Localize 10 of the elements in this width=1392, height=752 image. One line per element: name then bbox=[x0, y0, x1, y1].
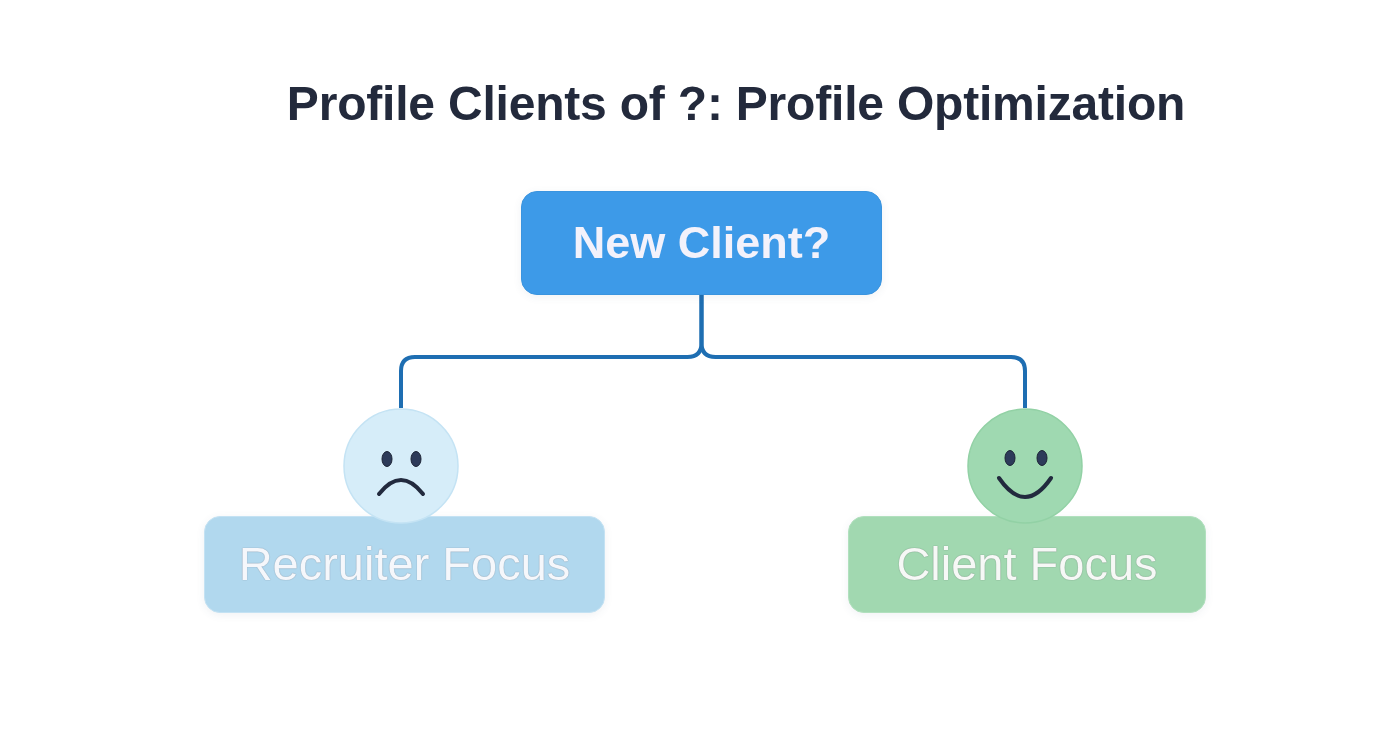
diagram-title: Profile Clients of ?: Profile Optimization bbox=[285, 76, 1187, 132]
smiley-face-icon bbox=[967, 408, 1083, 524]
node-label: Client Focus bbox=[896, 537, 1158, 592]
node-label: Recruiter Focus bbox=[238, 537, 571, 592]
node-label: New Client? bbox=[572, 217, 831, 269]
sad-face-icon bbox=[343, 408, 459, 524]
decision-box bbox=[521, 191, 882, 295]
connector-line bbox=[699, 295, 1027, 408]
outcome-box bbox=[848, 516, 1206, 613]
outcome-box bbox=[204, 516, 605, 613]
